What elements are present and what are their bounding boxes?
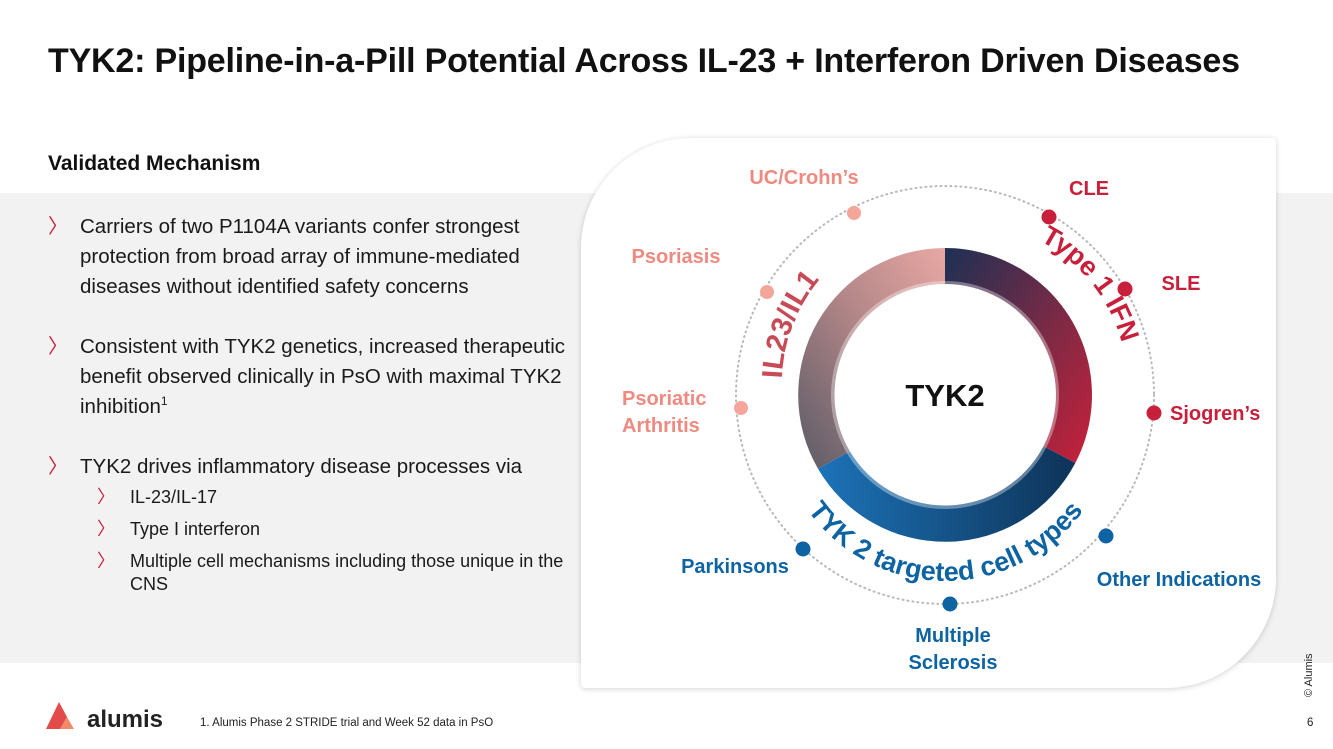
uc-crohns-dot bbox=[847, 206, 861, 220]
chevron-right-icon: 〉 bbox=[48, 216, 68, 238]
sub-bullet-item: 〉 Type I interferon bbox=[80, 518, 578, 541]
psoriatic-arthritis-label-line2: Arthritis bbox=[622, 415, 700, 437]
multiple-sclerosis-label-line2: Sclerosis bbox=[909, 652, 998, 674]
slide-title: TYK2: Pipeline-in-a-Pill Potential Acros… bbox=[48, 42, 1240, 80]
bullet-list: 〉 Carriers of two P1104A variants confer… bbox=[48, 212, 578, 605]
sub-bullet-text: Type I interferon bbox=[130, 519, 261, 539]
page-number: 6 bbox=[1307, 717, 1314, 729]
footnote: 1. Alumis Phase 2 STRIDE trial and Week … bbox=[200, 717, 494, 729]
sub-bullet-list: 〉 IL-23/IL-17 〉 Type I interferon 〉 Multipl… bbox=[80, 486, 578, 596]
sle-label: SLE bbox=[1162, 273, 1201, 295]
sub-bullet-item: 〉 Multiple cell mechanisms including thos… bbox=[80, 550, 578, 596]
parkinsons-dot bbox=[795, 541, 811, 557]
chevron-right-icon: 〉 bbox=[97, 551, 115, 571]
sub-bullet-text: Multiple cell mechanisms including those… bbox=[130, 551, 564, 594]
tyk2-diagram-card: TYK2 IL23/IL17 Type 1 IFN TYK 2 targeted… bbox=[581, 138, 1276, 688]
parkinsons-label: Parkinsons bbox=[681, 556, 789, 578]
sjogrens-dot bbox=[1146, 405, 1162, 421]
bullet-item: 〉 TYK2 drives inflammatory disease proce… bbox=[48, 452, 578, 596]
bullet-item: 〉 Consistent with TYK2 genetics, increas… bbox=[48, 332, 578, 422]
ifn-arc-segment bbox=[945, 248, 1092, 463]
section-heading: Validated Mechanism bbox=[48, 152, 261, 175]
bullet-text: TYK2 drives inflammatory disease process… bbox=[80, 455, 523, 478]
alumis-logo-text: alumis bbox=[87, 706, 163, 733]
chevron-right-icon: 〉 bbox=[97, 519, 115, 539]
psoriasis-label: Psoriasis bbox=[632, 246, 721, 268]
multiple-sclerosis-dot bbox=[942, 596, 958, 612]
chevron-right-icon: 〉 bbox=[48, 336, 68, 358]
alumis-logo: alumis bbox=[46, 702, 163, 733]
footnote-marker: 1 bbox=[160, 394, 168, 409]
cells-arc-segment bbox=[818, 446, 1076, 542]
bullet-text: Consistent with TYK2 genetics, increased… bbox=[80, 335, 566, 418]
alumis-logo-mark-icon bbox=[46, 702, 67, 729]
psoriatic-arthritis-label-line1: Psoriatic bbox=[622, 388, 706, 410]
outer-dotted-ring bbox=[735, 185, 1155, 605]
sle-dot bbox=[1117, 281, 1133, 297]
sub-bullet-text: IL-23/IL-17 bbox=[130, 487, 218, 507]
bullet-item: 〉 Carriers of two P1104A variants confer… bbox=[48, 212, 578, 302]
il23-arc-segment bbox=[798, 248, 945, 469]
psoriatic-arthritis-dot bbox=[734, 401, 748, 415]
psoriasis-dot bbox=[760, 285, 774, 299]
chevron-right-icon: 〉 bbox=[48, 456, 68, 478]
other-indications-label: Other Indications bbox=[1097, 569, 1261, 591]
center-label: TYK2 bbox=[905, 378, 984, 413]
chevron-right-icon: 〉 bbox=[97, 487, 115, 507]
sjogrens-label: Sjogren’s bbox=[1170, 403, 1260, 425]
cle-dot bbox=[1041, 209, 1057, 225]
cle-label: CLE bbox=[1069, 178, 1109, 200]
inner-light-ring bbox=[831, 281, 1059, 509]
multiple-sclerosis-label-line1: Multiple bbox=[915, 625, 991, 647]
bullet-text: Carriers of two P1104A variants confer s… bbox=[80, 215, 520, 298]
tyk2-diagram: TYK2 IL23/IL17 Type 1 IFN TYK 2 targeted… bbox=[581, 138, 1261, 674]
copyright: © Alumis bbox=[1303, 653, 1315, 697]
uc-crohns-label: UC/Crohn’s bbox=[749, 167, 858, 189]
sub-bullet-item: 〉 IL-23/IL-17 bbox=[80, 486, 578, 509]
other-indications-dot bbox=[1098, 528, 1114, 544]
center-disc bbox=[853, 303, 1037, 487]
